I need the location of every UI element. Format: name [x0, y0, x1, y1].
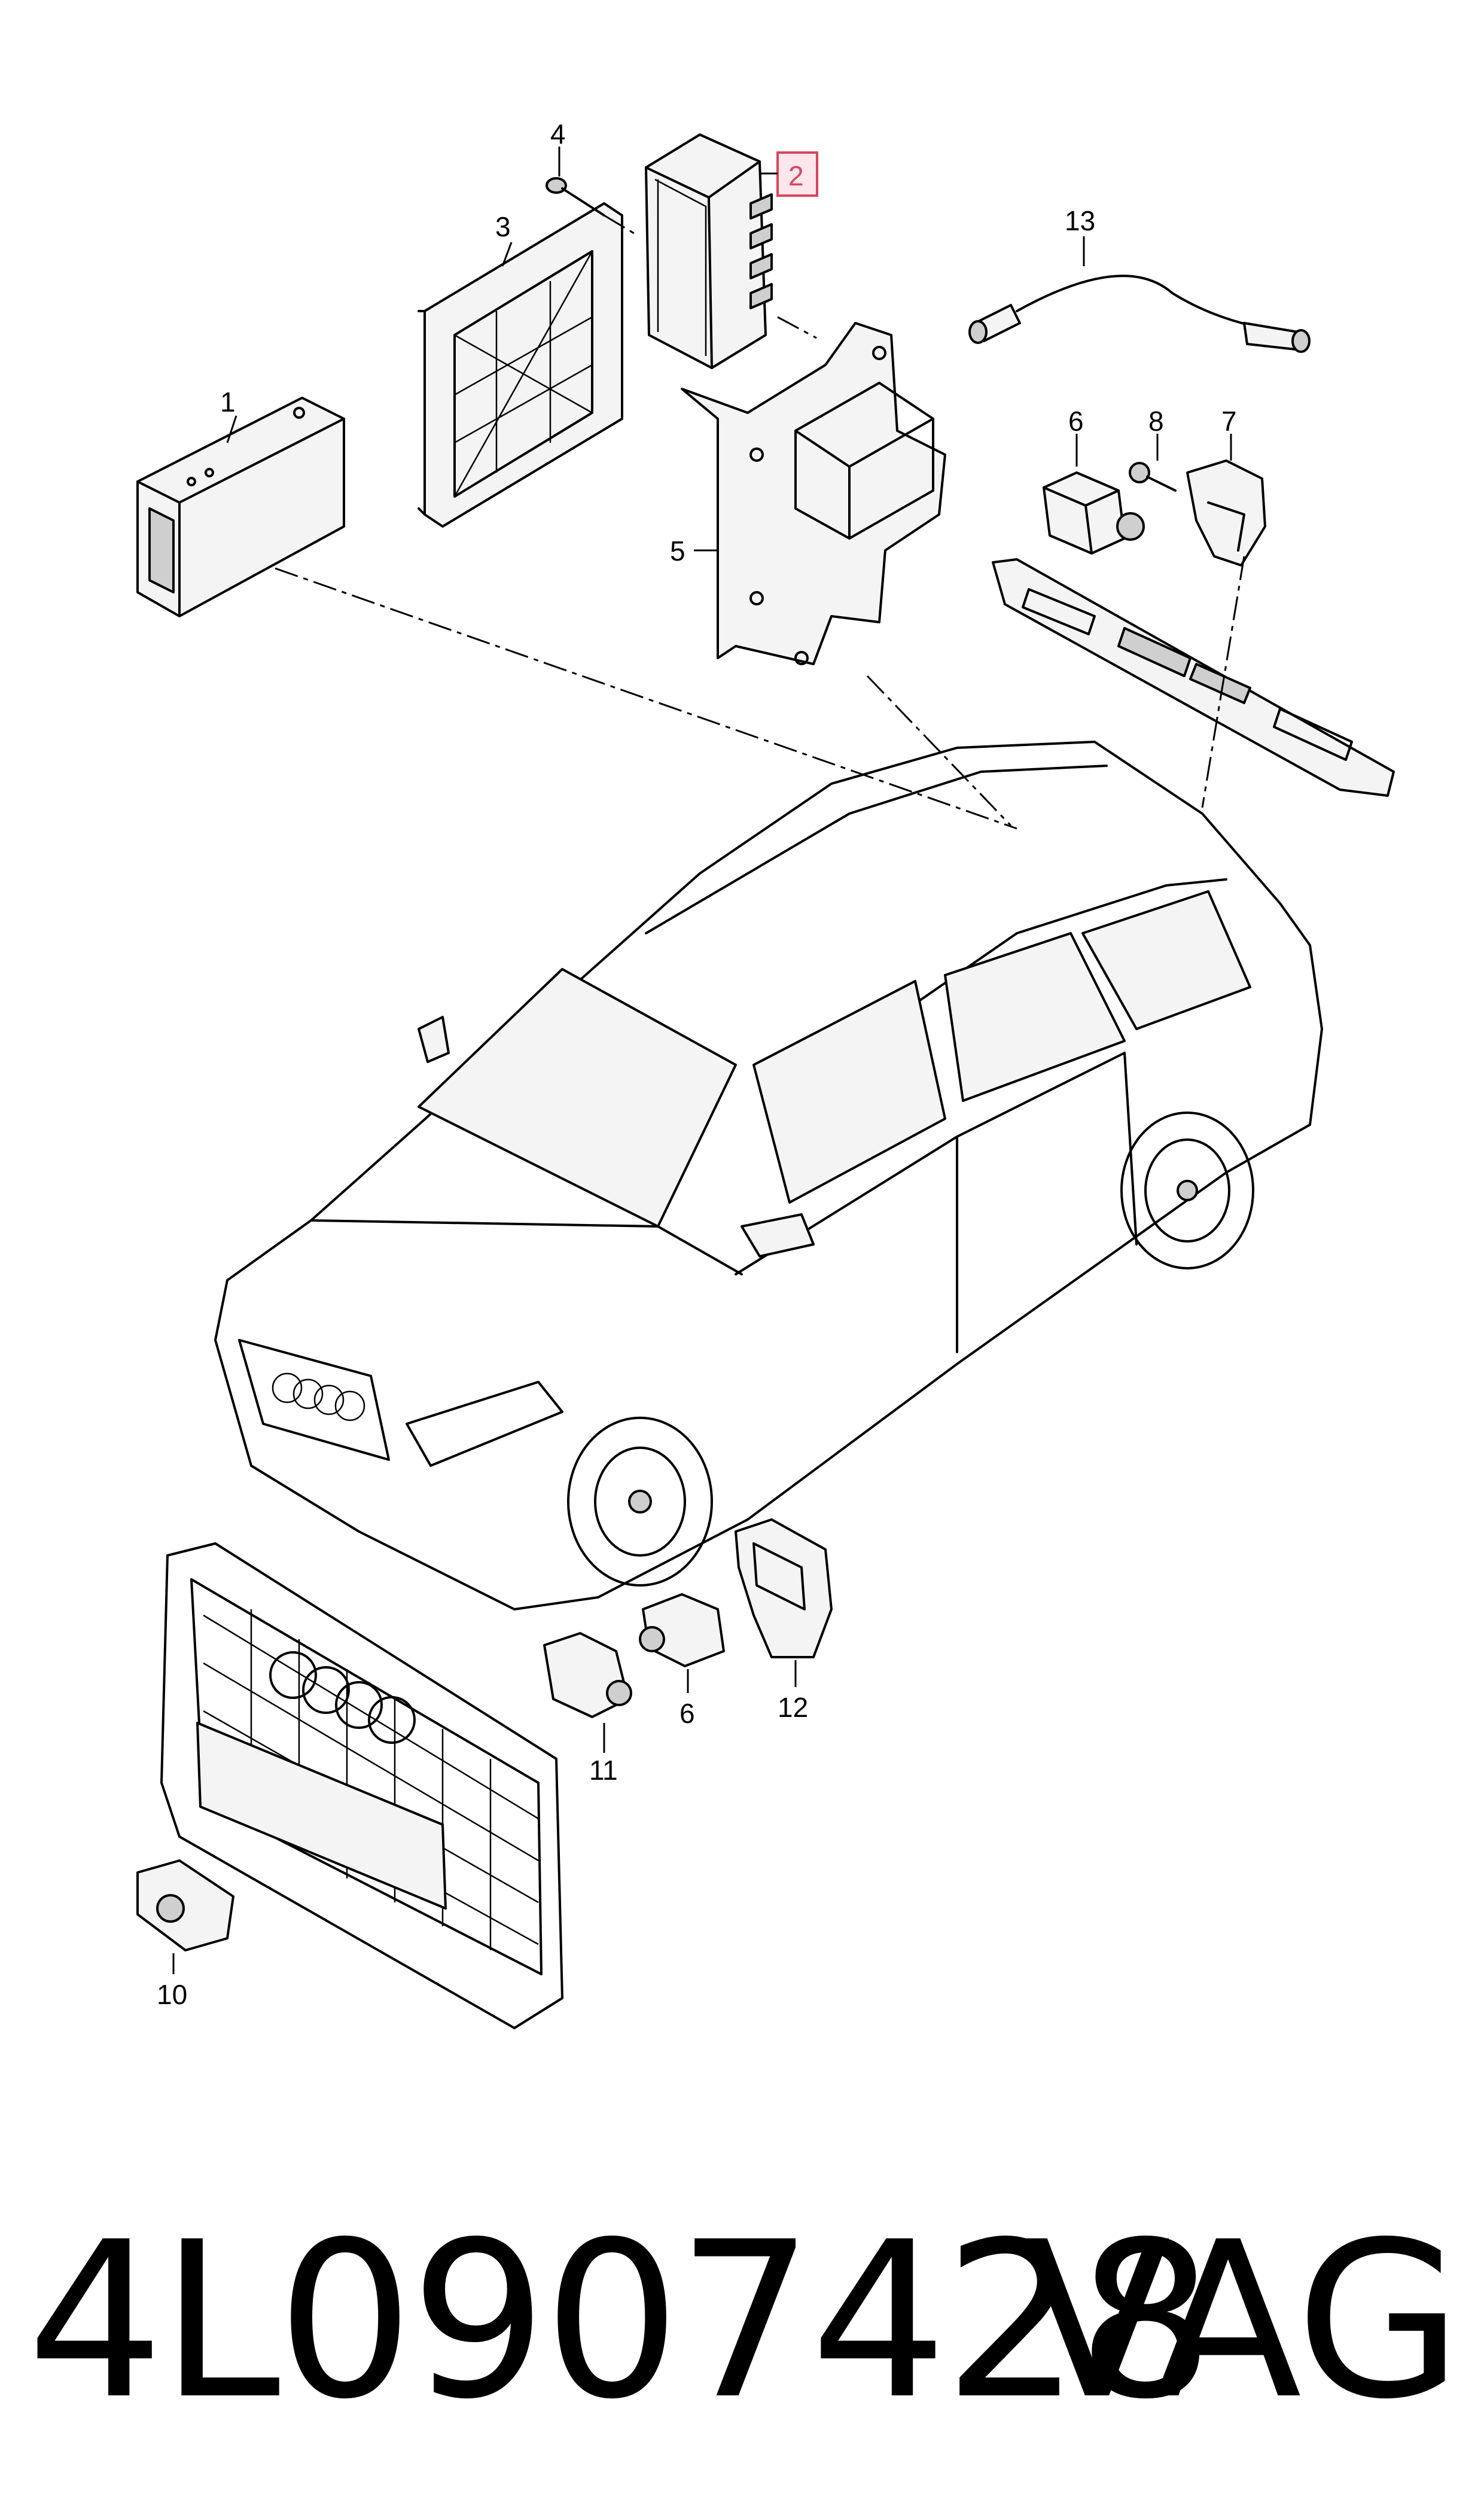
leader-1	[226, 415, 237, 443]
assembly-line-1	[275, 567, 1017, 830]
callout-5: 5	[670, 535, 685, 567]
leader-3	[501, 242, 513, 267]
callout-6-top: 6	[1068, 406, 1084, 437]
part-3-mounting-frame	[418, 202, 623, 528]
callout-1: 1	[220, 386, 236, 418]
part-7-camera-bracket	[1186, 459, 1266, 567]
callout-6-bottom: 6	[679, 1698, 695, 1729]
part-6-camera-front	[639, 1593, 725, 1667]
part-8-screw	[1129, 462, 1177, 492]
part-5-bracket	[681, 322, 946, 665]
part-1-control-unit	[136, 397, 345, 617]
part-11-camera-housing	[543, 1632, 632, 1718]
part-number: 4L0907428	[27, 2196, 1214, 2446]
tailgate-handle-strip	[992, 558, 1395, 797]
callout-12: 12	[778, 1692, 808, 1723]
assembly-line-5	[866, 675, 1012, 827]
callout-10: 10	[157, 1979, 187, 2010]
brand-label: VAG	[1023, 2196, 1462, 2446]
callout-2: 2	[788, 160, 804, 191]
callout-8: 8	[1148, 406, 1164, 437]
part-6-camera-rear	[1043, 471, 1145, 555]
callout-3: 3	[495, 211, 511, 242]
part-10-sensor-bracket	[136, 1859, 234, 1951]
part-4-screw	[546, 177, 605, 217]
vehicle-suv	[214, 741, 1323, 1610]
callout-13: 13	[1065, 205, 1095, 236]
front-grille	[160, 1542, 563, 2029]
callout-11: 11	[589, 1755, 618, 1786]
callout-2-highlight-box	[776, 151, 818, 197]
part-12-cover	[735, 1518, 833, 1658]
part-13-cable	[968, 275, 1311, 353]
callout-4: 4	[550, 118, 566, 150]
assembly-line-2	[777, 316, 817, 339]
part-2-module	[645, 133, 773, 369]
callout-7: 7	[1221, 406, 1237, 437]
assembly-line-4	[604, 214, 635, 235]
assembly-line-7	[1201, 556, 1245, 808]
